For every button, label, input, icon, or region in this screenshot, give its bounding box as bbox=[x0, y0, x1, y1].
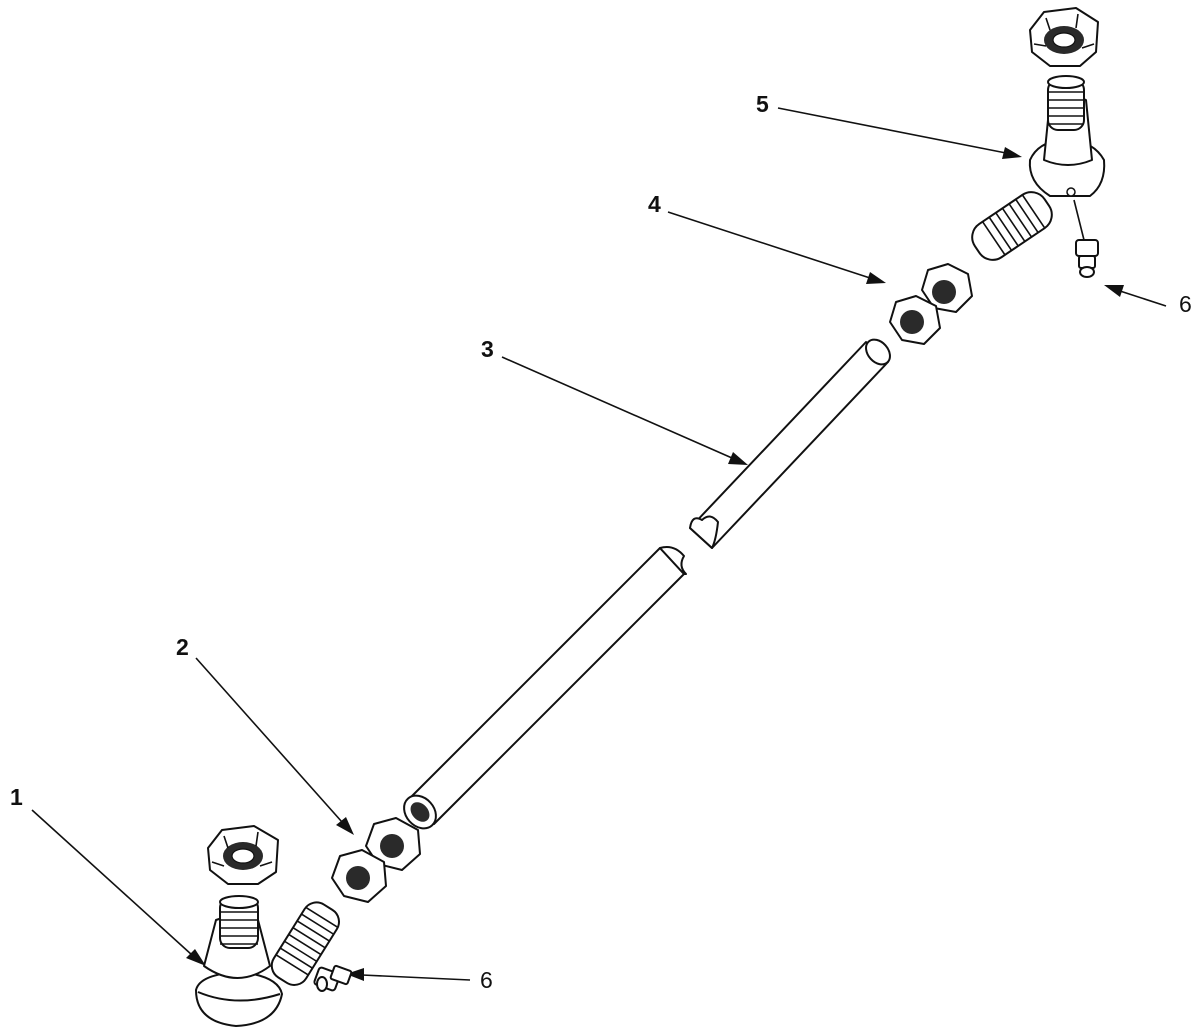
lower-jam-nut-left bbox=[331, 849, 387, 903]
callout-6-lower: 6 bbox=[480, 967, 493, 993]
callout-4: 4 bbox=[648, 191, 661, 217]
callout-5: 5 bbox=[756, 91, 769, 117]
callout-1: 1 bbox=[10, 784, 23, 810]
leader-6-upper bbox=[1104, 285, 1167, 307]
callout-6-upper: 6 bbox=[1179, 291, 1192, 317]
lower-jam-nut-right bbox=[365, 817, 421, 871]
leader-5 bbox=[777, 107, 1022, 159]
upper-jam-nut-right bbox=[921, 263, 973, 313]
leader-4 bbox=[667, 211, 886, 284]
leader-2 bbox=[195, 657, 354, 835]
tie-rod-tube-upper bbox=[689, 338, 891, 549]
upper-tie-rod-end bbox=[971, 75, 1106, 261]
upper-castle-nut bbox=[1029, 7, 1099, 67]
callout-3: 3 bbox=[481, 336, 494, 362]
lower-tie-rod-end bbox=[195, 895, 340, 1027]
leader-3 bbox=[501, 356, 748, 465]
lower-castle-nut bbox=[207, 825, 279, 885]
lower-grease-fitting bbox=[313, 964, 353, 992]
leader-6-lower bbox=[346, 968, 471, 981]
callout-2: 2 bbox=[176, 634, 189, 660]
leader-1 bbox=[31, 809, 206, 966]
tie-rod-tube-lower bbox=[403, 546, 687, 830]
upper-grease-fitting bbox=[1073, 199, 1099, 278]
upper-jam-nut-left bbox=[889, 295, 941, 345]
